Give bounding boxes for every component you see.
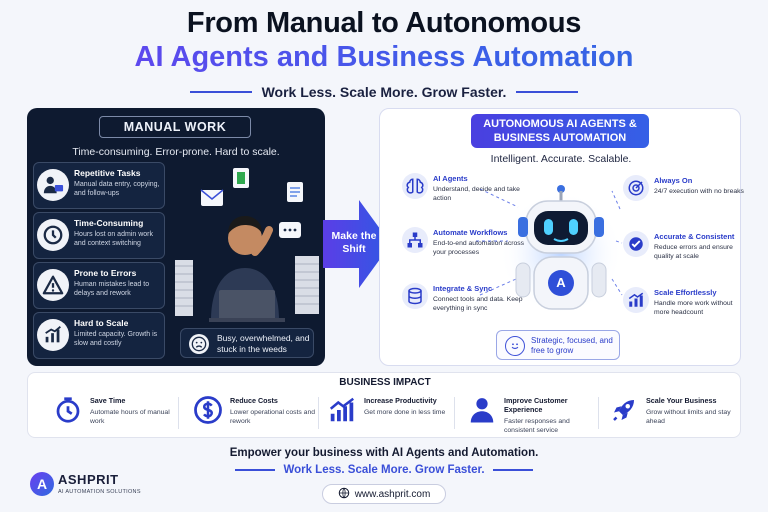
impact-productivity: Increase Productivity Get more done in l…	[326, 392, 466, 436]
logo-mark: A	[30, 472, 54, 496]
divider	[178, 397, 179, 429]
robot-badge-letter: A	[556, 275, 566, 290]
shift-label: Make the Shift	[331, 230, 377, 255]
autonomous-subtitle: Intelligent. Accurate. Scalable.	[490, 153, 632, 165]
database-icon	[402, 283, 428, 309]
divider	[598, 397, 599, 429]
shift-arrow	[323, 200, 391, 288]
manual-item-errors: Prone to Errors Human mistakes lead to d…	[33, 262, 165, 309]
feature-ai-agents: AI Agents Understand, decide and take ac…	[402, 173, 522, 213]
ashprit-logo: A ASHPRIT AI AUTOMATION SOLUTIONS	[30, 470, 160, 502]
strategic-status-box: Strategic, focused, and free to grow	[496, 330, 620, 360]
manual-item-repetitive: Repetitive Tasks Manual data entry, copy…	[33, 162, 165, 209]
divider	[516, 91, 579, 93]
stressed-worker-illustration	[175, 168, 319, 322]
website-url: www.ashprit.com	[354, 488, 431, 500]
bar-chart-icon	[37, 319, 69, 351]
smile-face-icon	[505, 336, 525, 356]
logo-name: ASHPRIT	[58, 472, 119, 487]
divider	[235, 469, 276, 471]
footer-tagline: Work Less. Scale More. Grow Faster.	[283, 464, 485, 476]
page-title: From Manual to Autonomous	[186, 7, 582, 39]
feature-integrate-sync: Integrate & Sync Connect tools and data.…	[402, 283, 523, 323]
productivity-chart-icon	[326, 394, 358, 426]
growth-chart-icon	[623, 287, 649, 313]
impact-save-time: Save Time Automate hours of manual work	[52, 392, 182, 436]
business-impact-section: BUSINESS IMPACT Save Time Automate hours…	[27, 372, 741, 438]
divider	[318, 397, 319, 429]
dollar-icon	[192, 394, 224, 426]
busy-status-box: Busy, overwhelmed, and stuck in the weed…	[180, 328, 314, 358]
feature-scale-effortlessly: Scale Effortlessly Handle more work with…	[623, 287, 743, 327]
page-title-highlight: AI Agents and Business Automation	[0, 40, 768, 74]
divider	[189, 91, 252, 93]
tagline: Work Less. Scale More. Grow Faster.	[261, 84, 507, 100]
stopwatch-icon	[52, 394, 84, 426]
ai-robot-illustration	[499, 185, 623, 315]
manual-subtitle: Time-consuming. Error-prone. Hard to sca…	[72, 146, 280, 158]
divider	[492, 469, 533, 471]
manual-item-time: Time-Consuming Hours lost on admin work …	[33, 212, 165, 259]
manual-item-scale: Hard to Scale Limited capacity. Growth i…	[33, 312, 165, 359]
logo-tagline: AI AUTOMATION SOLUTIONS	[58, 489, 141, 495]
brain-icon	[402, 173, 428, 199]
clock-icon	[37, 219, 69, 251]
autonomous-heading: AUTONOMOUS AI AGENTS & BUSINESS AUTOMATI…	[471, 114, 649, 148]
impact-heading: BUSINESS IMPACT	[339, 377, 431, 388]
warning-icon	[37, 269, 69, 301]
header: From Manual to Autonomous AI Agents and …	[0, 6, 768, 74]
empower-text: Empower your business with AI Agents and…	[229, 447, 539, 459]
rocket-icon	[608, 394, 640, 426]
autonomous-panel: AUTONOMOUS AI AGENTS & BUSINESS AUTOMATI…	[379, 108, 744, 366]
website-link[interactable]: www.ashprit.com	[322, 484, 446, 504]
feature-accurate-consistent: Accurate & Consistent Reduce errors and …	[623, 231, 743, 271]
globe-icon	[338, 487, 350, 502]
feature-always-on: Always On 24/7 execution with no breaks	[623, 175, 744, 215]
tagline-row: Work Less. Scale More. Grow Faster.	[0, 84, 768, 100]
manual-work-panel: MANUAL WORK Time-consuming. Error-prone.…	[27, 108, 325, 366]
manual-heading: MANUAL WORK	[99, 116, 251, 138]
impact-scale-business: Scale Your Business Grow without limits …	[608, 392, 738, 436]
impact-customer-experience: Improve Customer Experience Faster respo…	[466, 392, 606, 436]
person-computer-icon	[37, 169, 69, 201]
divider	[454, 397, 455, 429]
impact-reduce-costs: Reduce Costs Lower operational costs and…	[192, 392, 322, 436]
target-icon	[623, 175, 649, 201]
customer-icon	[466, 394, 498, 426]
sad-face-icon	[189, 334, 209, 354]
workflow-icon	[402, 227, 428, 253]
check-icon	[623, 231, 649, 257]
feature-automate-workflows: Automate Workflows End-to-end automation…	[402, 227, 524, 267]
footer-tagline-row: Work Less. Scale More. Grow Faster.	[0, 464, 768, 476]
